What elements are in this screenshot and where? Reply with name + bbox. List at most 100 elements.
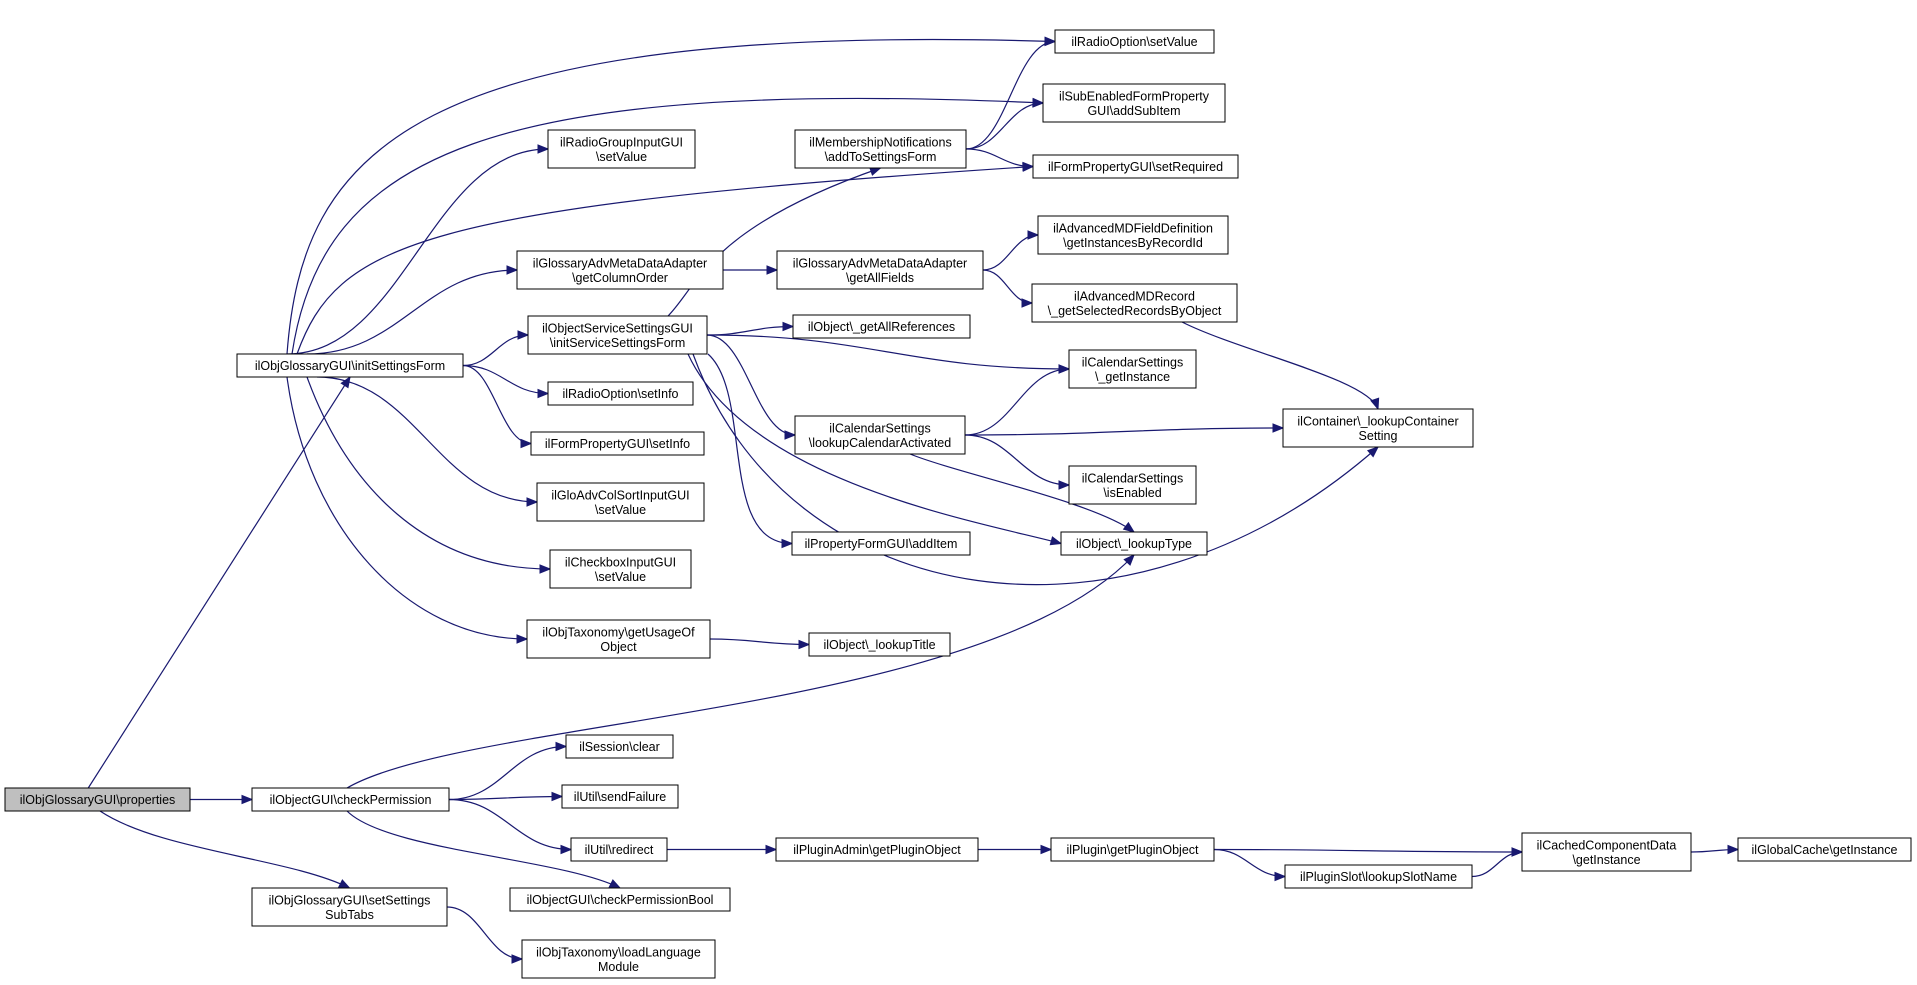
node-label: ilUtil\redirect — [585, 843, 654, 857]
edge-n29-n30 — [667, 844, 778, 855]
node-n24[interactable]: ilCheckboxInputGUI\setValue — [549, 549, 692, 589]
node-n35[interactable]: ilObjectGUI\checkPermissionBool — [509, 887, 731, 912]
node-box — [1737, 837, 1912, 862]
node-n20[interactable]: ilCalendarSettings\isEnabled — [1068, 465, 1197, 505]
edge-n3-n36 — [446, 906, 524, 964]
edge-n2-n29 — [448, 798, 573, 855]
arrowhead — [1274, 871, 1287, 882]
arrowhead — [511, 954, 524, 964]
node-n2[interactable]: ilObjectGUI\checkPermission — [251, 787, 450, 812]
arrowhead — [1021, 298, 1034, 308]
node-n0[interactable]: ilObjGlossaryGUI\properties — [4, 787, 191, 812]
node-label: ilPluginSlot\lookupSlotName — [1300, 870, 1457, 884]
node-label: ilContainer\_lookupContainer — [1297, 414, 1458, 428]
node-n14[interactable]: ilObject\_getAllReferences — [792, 314, 971, 339]
node-box — [1282, 408, 1474, 448]
node-n16[interactable]: ilRadioOption\setInfo — [547, 381, 694, 406]
node-label: ilFormPropertyGUI\setRequired — [1048, 160, 1223, 174]
node-n8[interactable]: ilFormPropertyGUI\setRequired — [1032, 154, 1239, 179]
node-label: \lookupCalendarActivated — [809, 436, 951, 450]
edge-n0-n2 — [190, 794, 254, 805]
node-n33[interactable]: ilGlobalCache\getInstance — [1737, 837, 1912, 862]
node-n22[interactable]: ilPropertyFormGUI\addItem — [791, 531, 971, 556]
node-label: ilObjGlossaryGUI\properties — [20, 793, 176, 807]
node-label: ilCalendarSettings — [1082, 471, 1183, 485]
node-label: ilObjTaxonomy\loadLanguage — [536, 945, 701, 959]
node-n9[interactable]: ilAdvancedMDFieldDefinition\getInstances… — [1037, 215, 1229, 255]
edge-n1-n16 — [462, 364, 550, 399]
node-n13[interactable]: ilObjectServiceSettingsGUI\initServiceSe… — [527, 315, 708, 355]
arrowhead — [1044, 36, 1057, 47]
node-n27[interactable]: ilSession\clear — [565, 734, 674, 759]
arrowhead — [782, 321, 795, 332]
arrowhead — [1366, 446, 1380, 458]
node-box — [547, 381, 694, 406]
node-label: GUI\addSubItem — [1087, 104, 1180, 118]
arrowhead — [1370, 397, 1380, 411]
edge-n7-n5 — [965, 98, 1045, 150]
edge-n17-n23 — [909, 453, 1136, 533]
node-n10[interactable]: ilGlossaryAdvMetaDataAdapter\getColumnOr… — [516, 250, 724, 290]
node-n4[interactable]: ilRadioOption\setValue — [1054, 29, 1215, 54]
node-n28[interactable]: ilUtil\sendFailure — [561, 784, 679, 809]
node-n31[interactable]: ilPlugin\getPluginObject — [1050, 837, 1215, 862]
node-box — [561, 784, 679, 809]
arrowhead — [506, 265, 519, 275]
node-n7[interactable]: ilMembershipNotifications\addToSettingsF… — [794, 129, 967, 169]
edge-n1-n21 — [316, 376, 539, 507]
edge-n1-n19 — [462, 364, 533, 449]
arrowhead — [516, 634, 529, 644]
node-n26[interactable]: ilObject\_lookupTitle — [808, 632, 951, 657]
arrowhead — [517, 330, 530, 340]
arrowhead — [1032, 98, 1045, 108]
node-n15[interactable]: ilCalendarSettings\_getInstance — [1068, 349, 1197, 389]
arrowhead — [1058, 480, 1071, 490]
node-n21[interactable]: ilGloAdvColSortInputGUI\setValue — [536, 482, 705, 522]
edge-n30-n31 — [978, 844, 1053, 855]
arrowhead — [241, 794, 254, 805]
edge-n17-n20 — [964, 434, 1071, 490]
arrowhead — [798, 639, 811, 650]
arrowhead — [1123, 554, 1135, 566]
node-box — [1031, 283, 1238, 323]
edge-layer — [87, 36, 1740, 964]
edge-n2-n27 — [448, 741, 568, 801]
node-label: ilSubEnabledFormProperty — [1059, 89, 1210, 103]
node-box — [776, 250, 984, 290]
node-n11[interactable]: ilGlossaryAdvMetaDataAdapter\getAllField… — [776, 250, 984, 290]
node-n17[interactable]: ilCalendarSettings\lookupCalendarActivat… — [794, 415, 966, 455]
node-n32[interactable]: ilCachedComponentData\getInstance — [1521, 832, 1692, 872]
node-n19[interactable]: ilFormPropertyGUI\setInfo — [530, 431, 705, 456]
node-box — [570, 837, 668, 862]
node-box — [1042, 83, 1226, 123]
node-label: ilGlossaryAdvMetaDataAdapter — [533, 256, 707, 270]
node-n12[interactable]: ilAdvancedMDRecord\_getSelectedRecordsBy… — [1031, 283, 1238, 323]
node-box — [794, 415, 966, 455]
arrowhead — [337, 879, 351, 889]
edge-n13-n18 — [692, 353, 1380, 586]
node-box — [1037, 215, 1229, 255]
node-box — [1060, 531, 1208, 556]
node-label: ilRadioOption\setValue — [1071, 35, 1197, 49]
node-n30[interactable]: ilPluginAdmin\getPluginObject — [775, 837, 979, 862]
node-label: ilCachedComponentData — [1537, 838, 1677, 852]
node-label: \getInstance — [1572, 853, 1640, 867]
edge-n11-n12 — [982, 269, 1034, 308]
node-box — [1068, 465, 1197, 505]
node-n1[interactable]: ilObjGlossaryGUI\initSettingsForm — [236, 353, 464, 378]
node-box — [526, 619, 711, 659]
node-label: \getInstancesByRecordId — [1063, 236, 1203, 250]
node-n6[interactable]: ilRadioGroupInputGUI\setValue — [547, 129, 696, 169]
node-n29[interactable]: ilUtil\redirect — [570, 837, 668, 862]
edge-n7-n4 — [965, 36, 1057, 150]
node-n34[interactable]: ilPluginSlot\lookupSlotName — [1284, 864, 1473, 889]
node-label: \initServiceSettingsForm — [550, 336, 685, 350]
node-n23[interactable]: ilObject\_lookupType — [1060, 531, 1208, 556]
arrowhead — [526, 497, 539, 507]
node-box — [1521, 832, 1692, 872]
